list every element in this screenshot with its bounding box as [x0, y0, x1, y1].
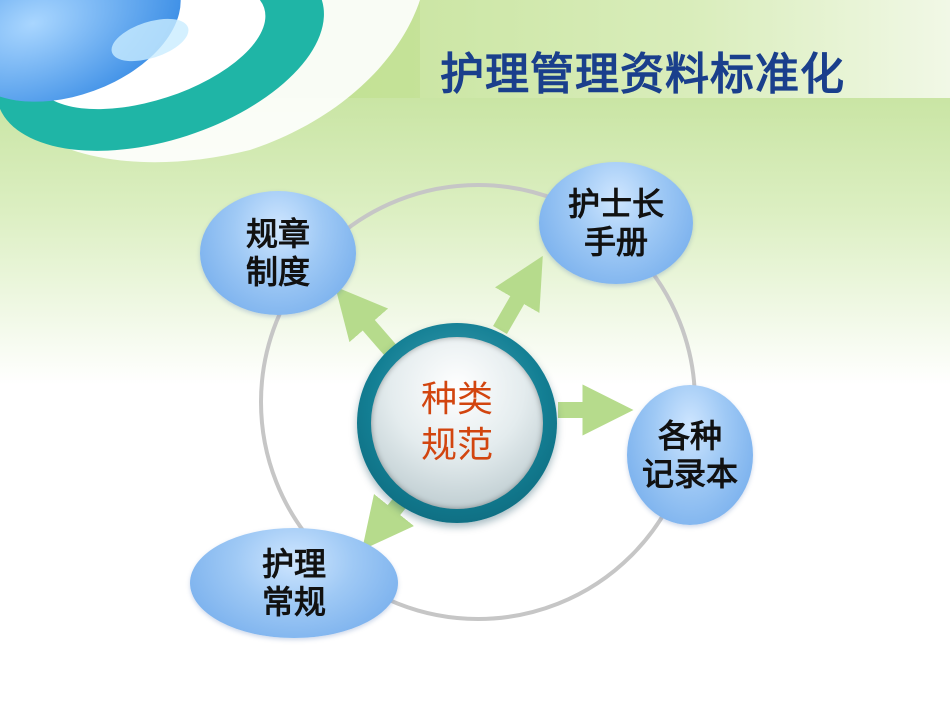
node-routine: 护理常规: [190, 528, 398, 638]
swirl-logo-graphic: [0, 0, 420, 163]
node-handbook: 护士长手册: [539, 162, 693, 284]
node-records-line1: 各种: [657, 417, 722, 455]
center-line2: 规范: [420, 425, 493, 466]
slide-title: 护理管理资料标准化: [440, 49, 845, 100]
arrows: [335, 255, 634, 550]
node-handbook-line2: 手册: [583, 223, 648, 261]
arrow-to-routine: [362, 494, 414, 550]
node-rules-line2: 制度: [245, 253, 310, 291]
center-line1: 种类: [420, 379, 493, 420]
arrow-to-rules: [335, 286, 399, 358]
node-records: 各种记录本: [627, 385, 753, 525]
node-rules-line1: 规章: [245, 215, 310, 253]
node-handbook-line1: 护士长: [567, 185, 664, 223]
node-records-line2: 记录本: [641, 455, 738, 493]
center-hub: 种类 规范: [357, 323, 557, 523]
center-hub-face: 种类 规范: [371, 337, 543, 509]
node-rules: 规章制度: [200, 191, 356, 315]
node-routine-line2: 常规: [261, 583, 326, 621]
arrow-to-handbook: [493, 255, 543, 334]
node-routine-line1: 护理: [261, 545, 326, 583]
